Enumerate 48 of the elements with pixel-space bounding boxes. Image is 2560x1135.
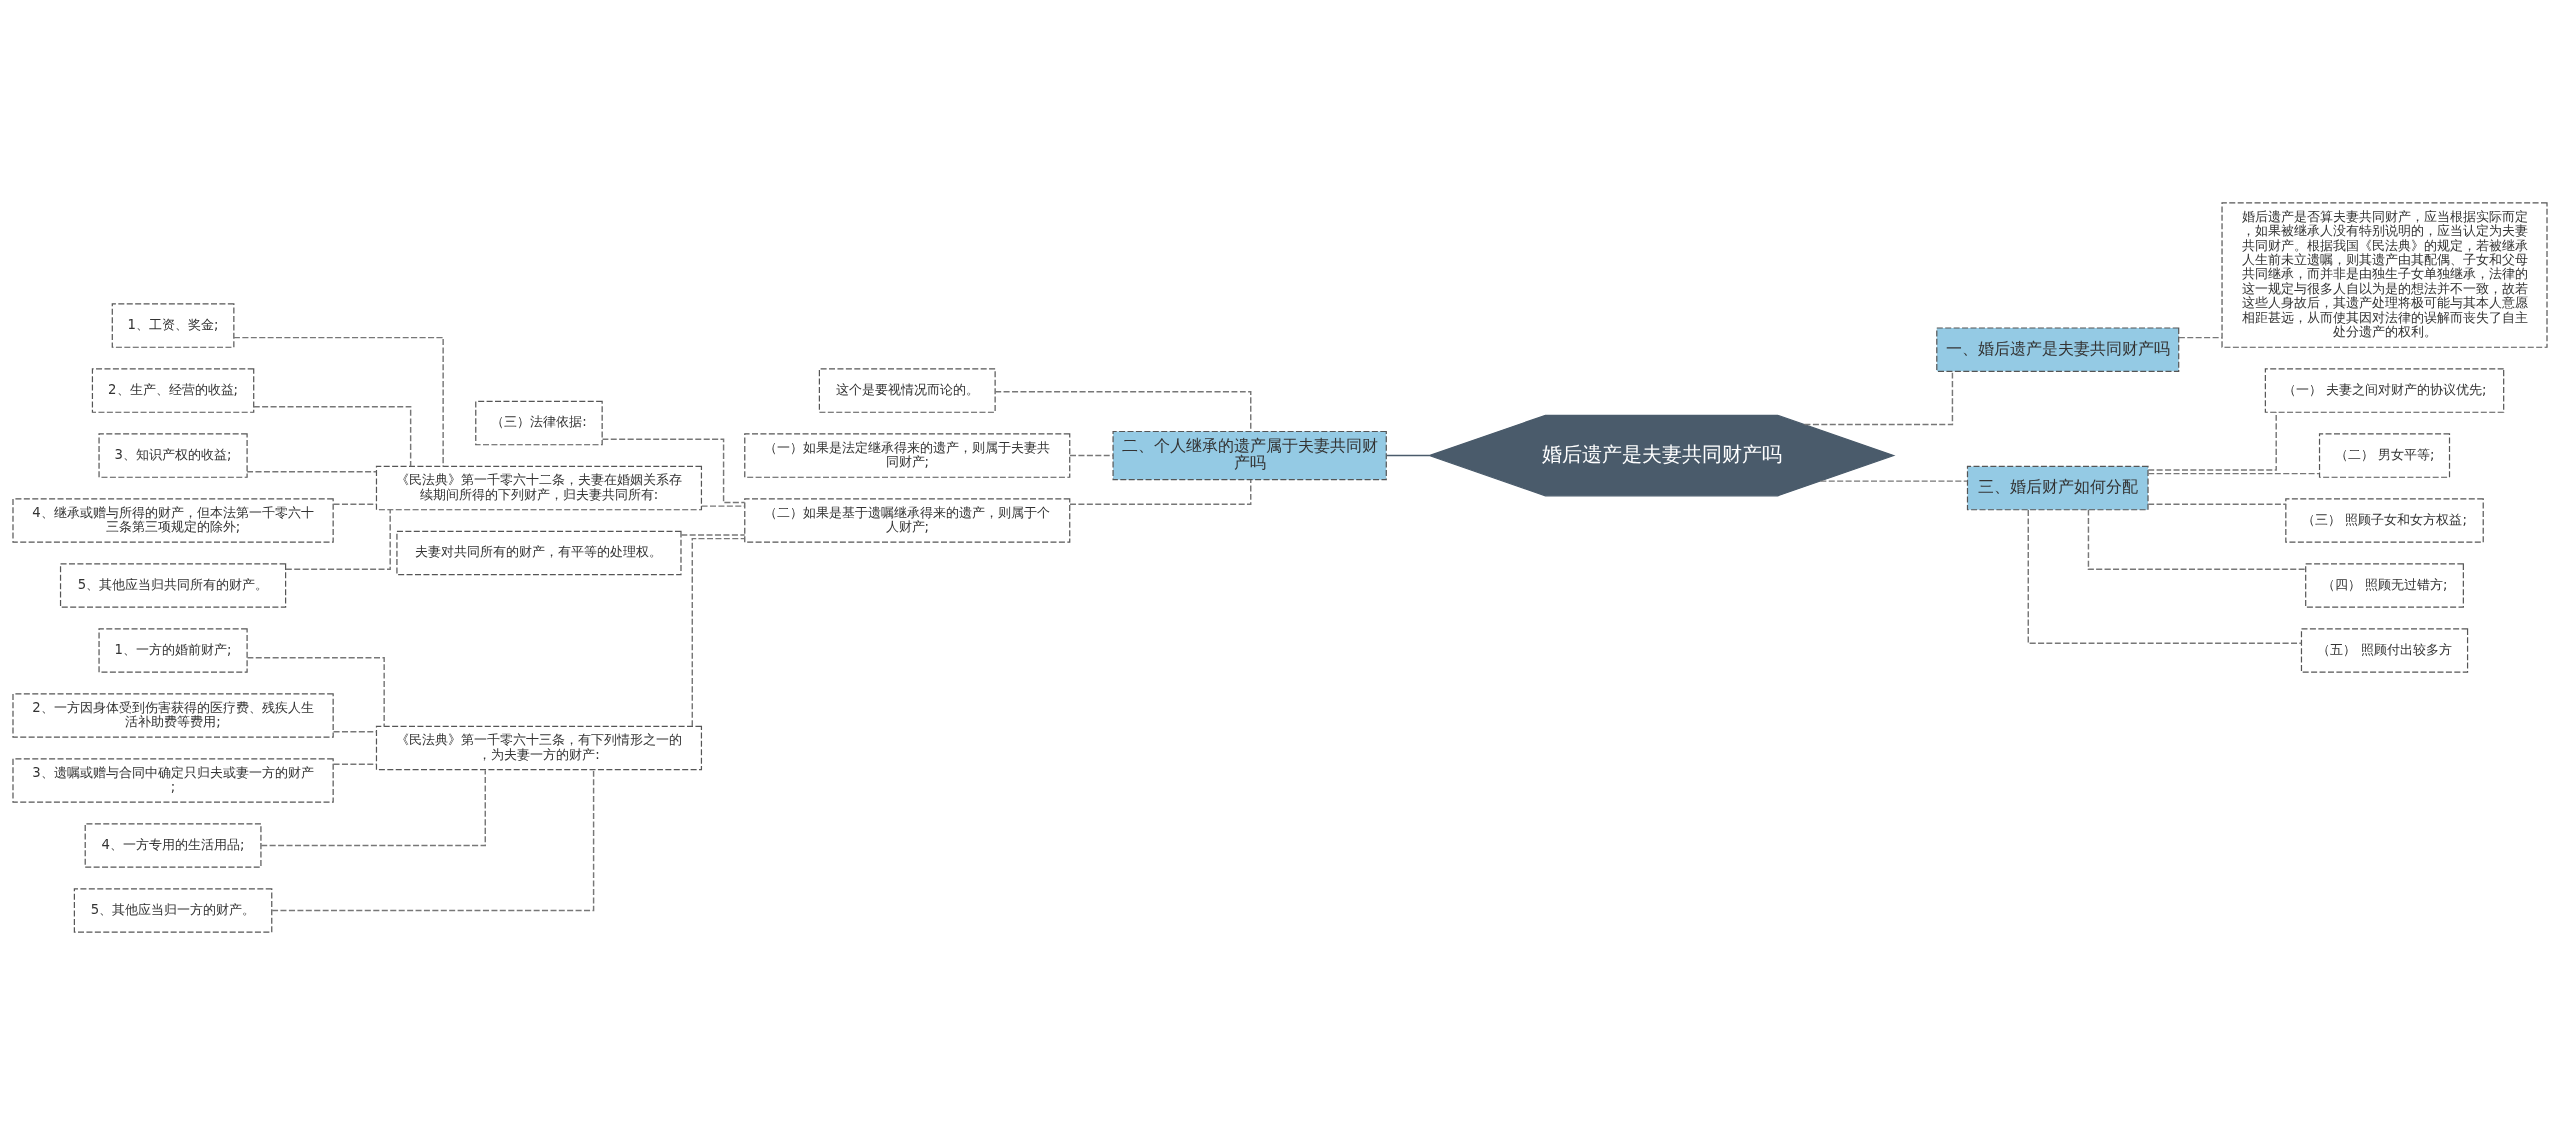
- connector: [246, 657, 385, 727]
- connector: [271, 769, 595, 912]
- node-box: 夫妻对共同所有的财产，有平等的处理权。: [396, 530, 682, 576]
- node-box: 《民法典》第一千零六十三条，有下列情形之一的，为夫妻一方的财产:: [375, 725, 703, 771]
- connector: [2147, 503, 2287, 506]
- connector: [601, 438, 746, 504]
- node-box: 2、生产、经营的收益;: [91, 368, 255, 413]
- connector: [1803, 370, 1954, 426]
- connector: [1069, 454, 1114, 457]
- node-box: （四） 照顾无过错方;: [2305, 563, 2464, 608]
- node-box: （二）如果是基于遗嘱继承得来的遗产，则属于个人财产;: [744, 498, 1071, 543]
- connector: [285, 509, 391, 571]
- connector: [1819, 480, 1968, 482]
- node-box: （一）如果是法定继承得来的遗产，则属于夫妻共同财产;: [744, 433, 1071, 478]
- node-box: 二、个人继承的遗产属于夫妻共同财产吗: [1112, 430, 1387, 481]
- connector: [2087, 509, 2307, 571]
- node-box: 3、遗嘱或赠与合同中确定只归夫或妻一方的财产;: [12, 758, 334, 803]
- node-box: 这个是要视情况而论的。: [818, 368, 996, 413]
- connector: [2147, 411, 2277, 471]
- node-box: 1、一方的婚前财产;: [98, 628, 248, 673]
- connector: [253, 406, 412, 467]
- connector: [680, 534, 746, 536]
- node-box: 婚后遗产是否算夫妻共同财产，应当根据实际而定，如果被继承人没有特别说明的，应当认定为夫妻共同财产。根据我国《民法典》的规定，若被继承人生前未立遗嘱，则其遗产由其配偶、子女和父母共同继承，而并非是由独生子女单独继承，法律的这一规定与很多人自以为是的想法并不一致，故若这些人身故后，其遗产处理将极可能与其本人意愿相距甚远，从而使其因对法律的误解而丧失了自主处分遗产的权利。: [2221, 202, 2548, 348]
- connector: [1386, 454, 1431, 457]
- node-box: （一） 夫妻之间对财产的协议优先;: [2264, 368, 2505, 413]
- node-box: 3、知识产权的收益;: [98, 433, 248, 478]
- connector: [700, 505, 746, 507]
- connector: [260, 769, 486, 847]
- node-box: 2、一方因身体受到伤害获得的医疗费、残疾人生活补助费等费用;: [12, 693, 334, 738]
- connector: [1069, 479, 1252, 506]
- node-box: 《民法典》第一千零六十二条，夫妻在婚姻关系存续期间所得的下列财产，归夫妻共同所有:: [375, 465, 703, 511]
- node-box: （二） 男女平等;: [2318, 433, 2451, 478]
- node-box: 三、婚后财产如何分配: [1966, 465, 2149, 511]
- node-box: （五） 照顾付出较多方: [2300, 628, 2469, 673]
- connector: [2178, 336, 2223, 339]
- node-box: 一、婚后遗产是夫妻共同财产吗: [1936, 327, 2180, 372]
- connector: [233, 336, 444, 467]
- connector: [691, 537, 746, 727]
- node-box: （三）法律依据:: [475, 400, 603, 446]
- node-box: （三） 照顾子女和女方权益;: [2285, 498, 2484, 543]
- node-box: 1、工资、奖金;: [111, 303, 235, 348]
- connector: [246, 471, 377, 473]
- connector: [2147, 472, 2320, 475]
- node-box: 4、继承或赠与所得的财产，但本法第一千零六十三条第三项规定的除外;: [12, 498, 334, 543]
- node-box: 5、其他应当归一方的财产。: [73, 888, 273, 933]
- node-box: 5、其他应当归共同所有的财产。: [59, 563, 287, 608]
- connector: [2027, 509, 2303, 645]
- node-box: 4、一方专用的生活用品;: [84, 823, 262, 868]
